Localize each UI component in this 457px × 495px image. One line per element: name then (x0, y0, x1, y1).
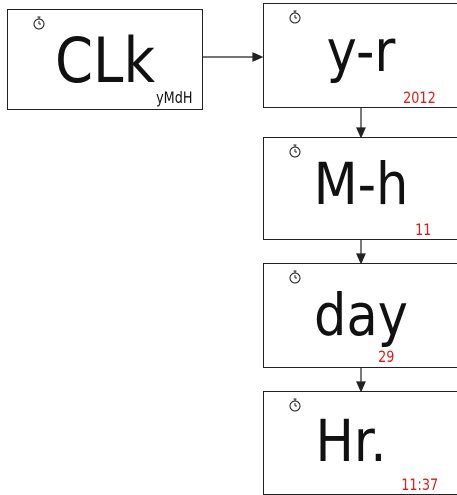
hour-panel: Hr. 11:37 (263, 391, 457, 495)
hour-label: Hr. (315, 407, 387, 475)
clock-mode-label: CLk (54, 24, 156, 97)
arrow-icon (252, 52, 264, 62)
stopwatch-icon (33, 16, 45, 30)
arrow-icon (356, 127, 366, 139)
month-value: 11 (414, 220, 431, 239)
day-label: day (314, 281, 408, 349)
hour-value: 11:37 (401, 475, 438, 494)
arrow-icon (356, 253, 366, 265)
clock-mode-panel: CLk yMdH (7, 9, 203, 110)
month-label: M-h (313, 150, 409, 218)
year-value: 2012 (403, 88, 436, 107)
month-panel: M-h 11 (263, 137, 457, 240)
stopwatch-icon (289, 398, 301, 412)
arrow-icon (356, 381, 366, 393)
year-label: y-r (326, 17, 396, 85)
day-value: 29 (377, 347, 394, 366)
stopwatch-icon (289, 270, 301, 284)
stopwatch-icon (289, 144, 301, 158)
clock-mode-sublabel: yMdH (155, 88, 192, 107)
day-panel: day 29 (263, 263, 457, 368)
stopwatch-icon (289, 10, 301, 24)
year-panel: y-r 2012 (263, 3, 457, 108)
